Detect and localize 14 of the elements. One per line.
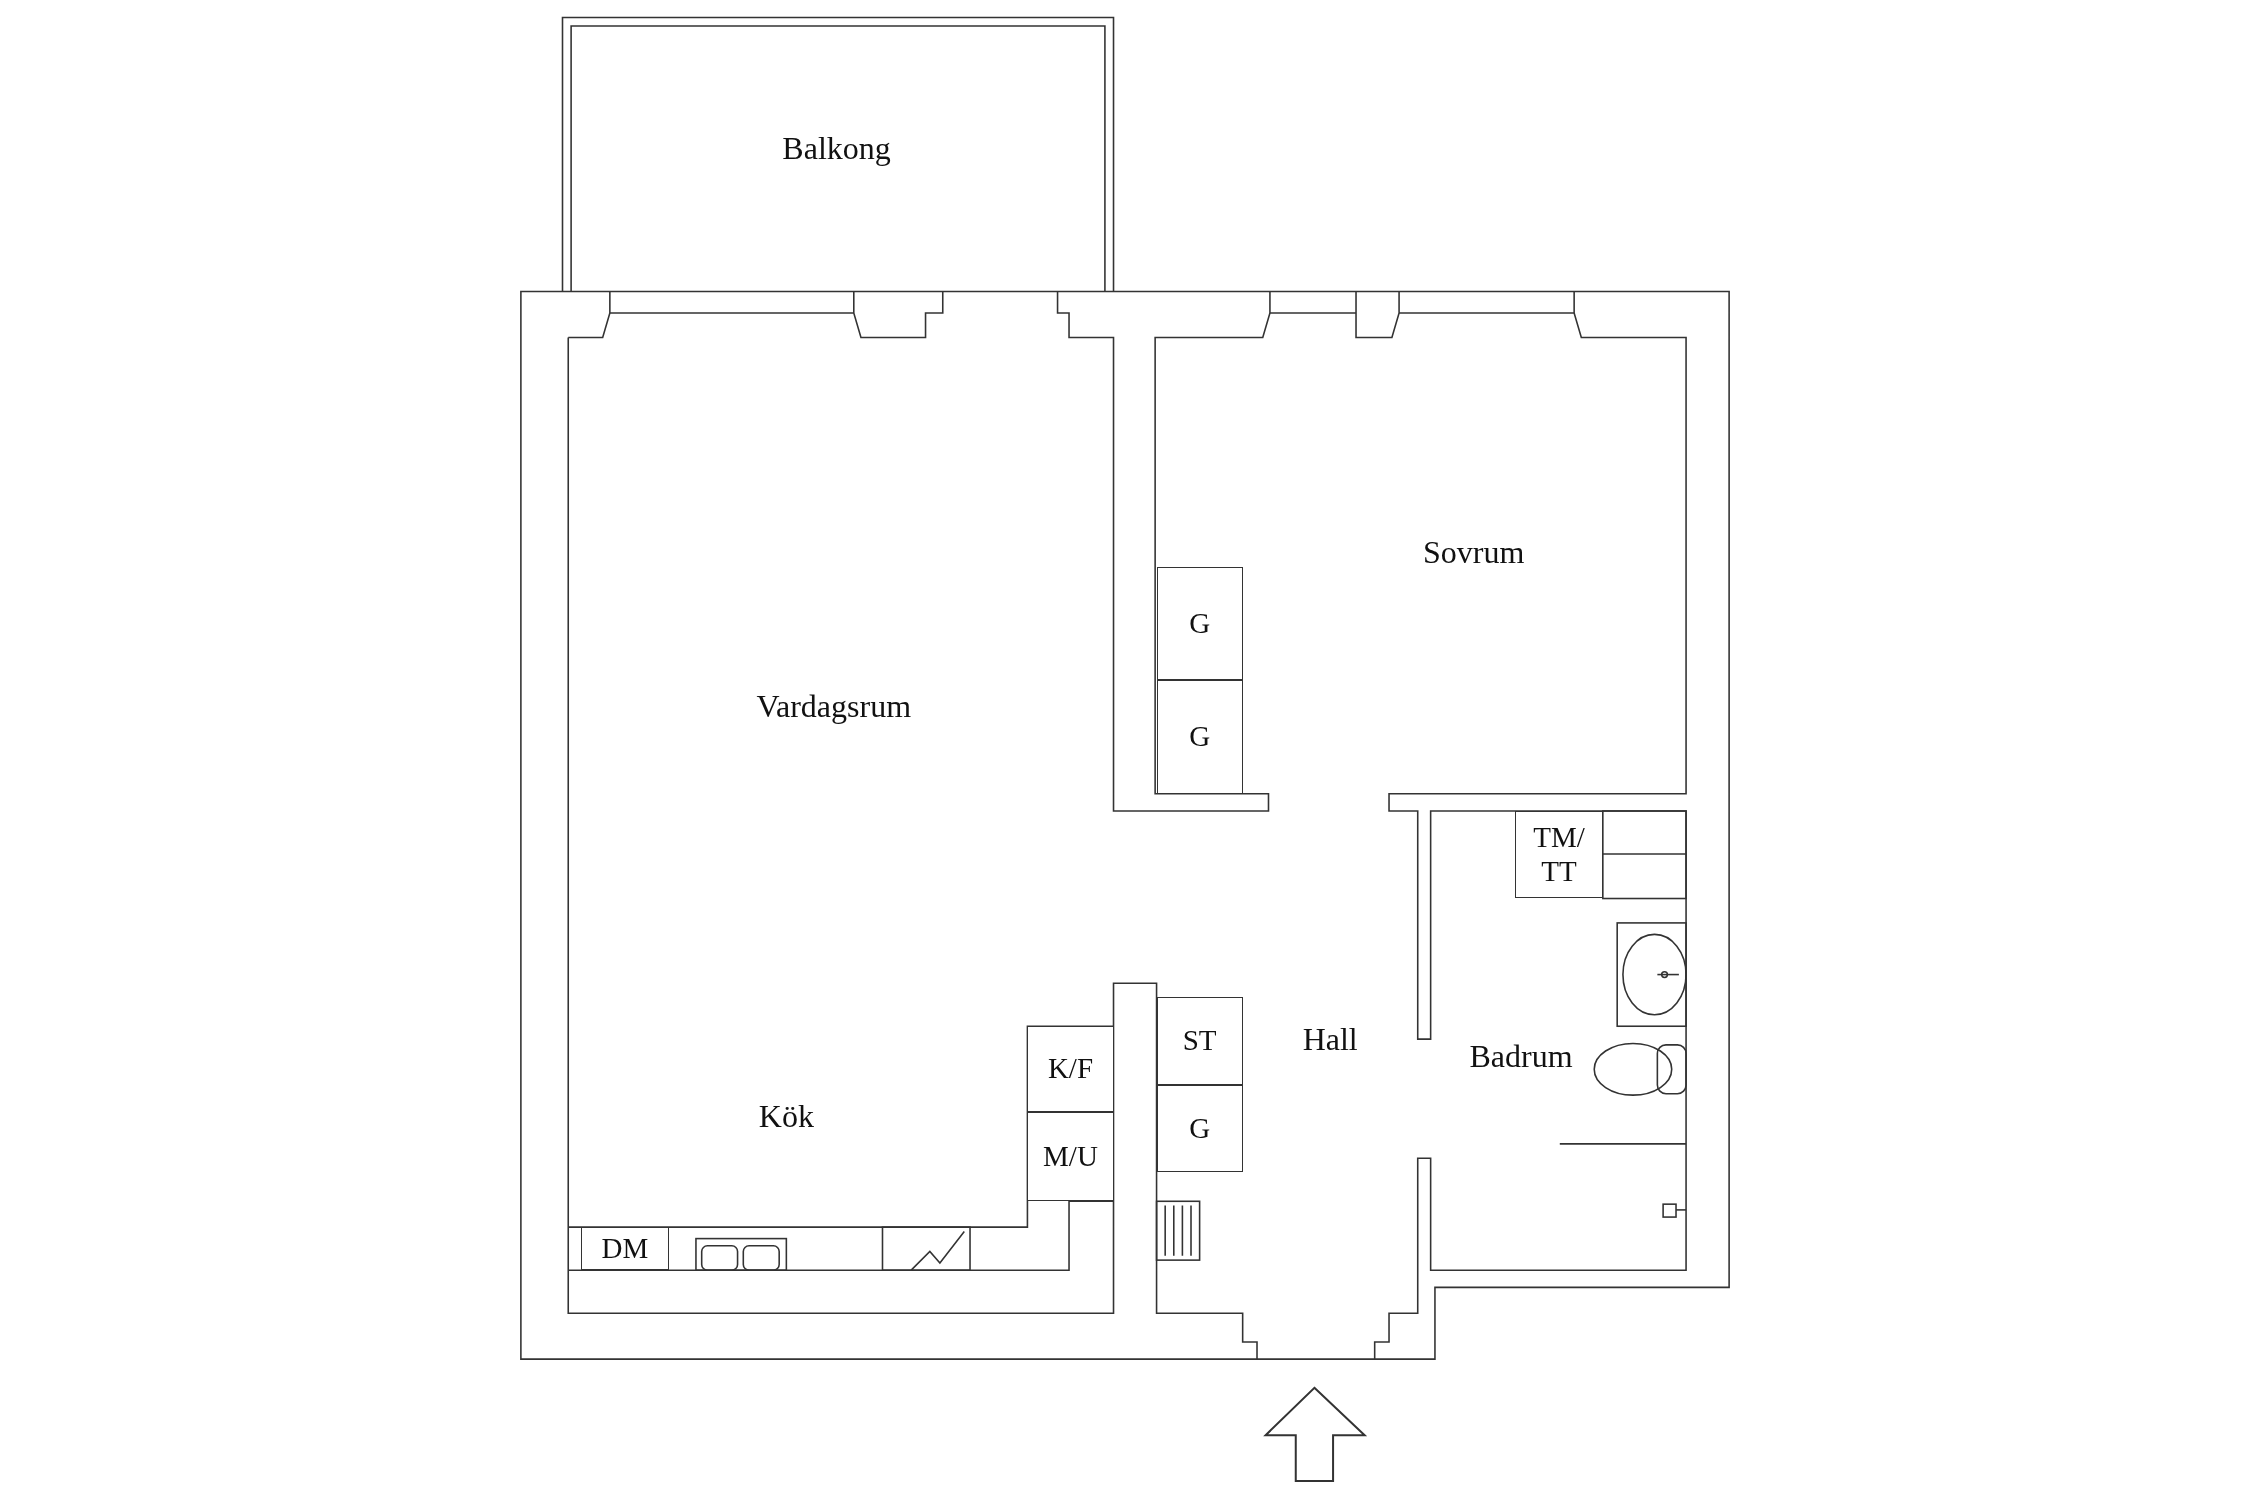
room-label: Balkong: [782, 129, 891, 167]
room-label: Badrum: [1469, 1037, 1573, 1075]
wardrobe-box: G: [1156, 566, 1243, 681]
room-label: Hall: [1302, 1020, 1358, 1058]
wardrobe-box: G: [1156, 1084, 1243, 1173]
room-label: Vardagsrum: [756, 687, 911, 725]
microwave-oven-box: M/U: [1027, 1112, 1114, 1202]
wardrobe-box: G: [1156, 680, 1243, 794]
fridge-freezer-box: K/F: [1027, 1026, 1114, 1113]
room-label: Sovrum: [1423, 533, 1525, 571]
room-label: Kök: [758, 1097, 814, 1135]
dishwasher-box: DM: [581, 1226, 669, 1270]
storage-box: ST: [1156, 997, 1243, 1085]
laundry-box: TM/ TT: [1515, 810, 1603, 899]
